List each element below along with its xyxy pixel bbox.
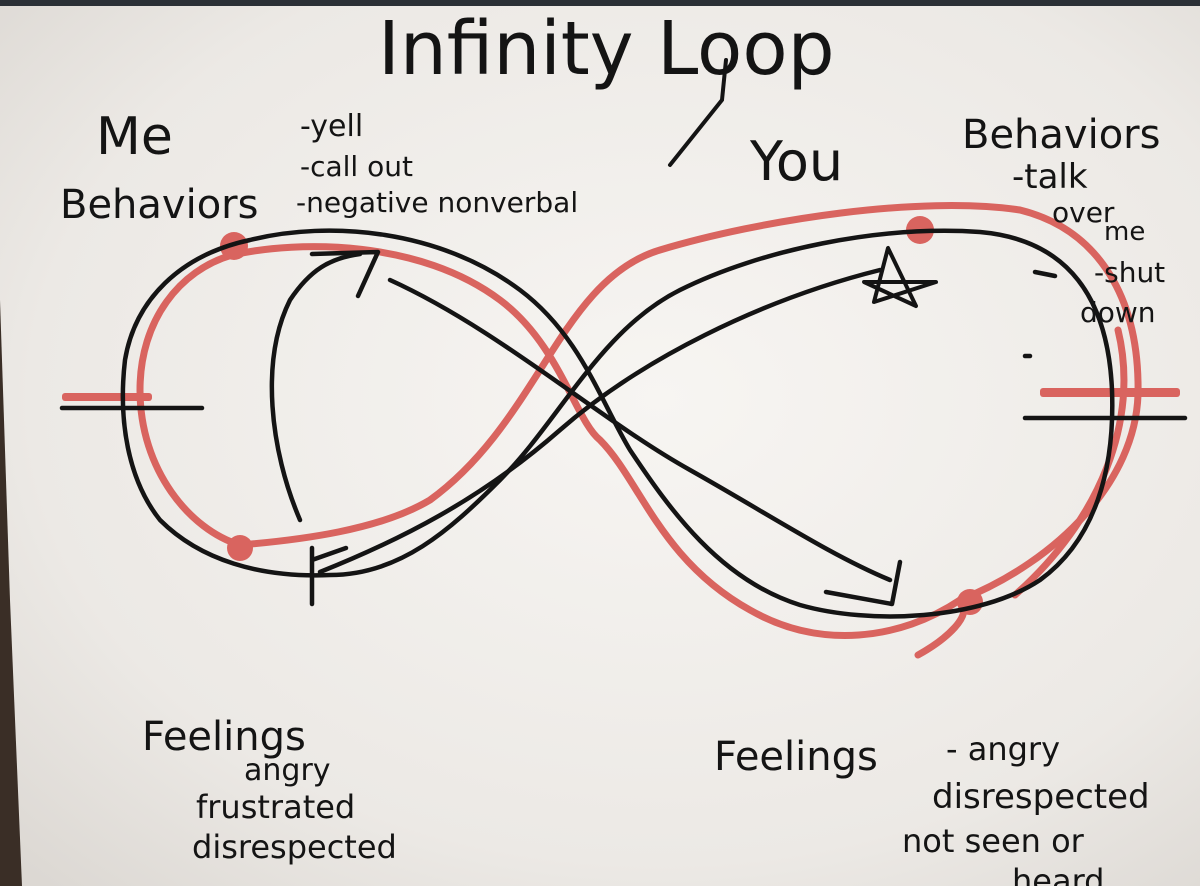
me-behaviors-heading: Behaviors <box>60 182 258 228</box>
black-infinity-loop <box>59 228 1188 619</box>
me-behavior-3: -negative nonverbal <box>296 186 578 219</box>
you-feeling-2: disrespected <box>932 777 1150 817</box>
you-feeling-1: - angry <box>946 730 1060 768</box>
me-label: Me <box>96 107 173 167</box>
title: Infinity Loop <box>378 6 835 92</box>
you-behavior-1: -talk <box>1012 157 1088 197</box>
you-behaviors-heading: Behaviors <box>962 112 1160 158</box>
me-behavior-1: -yell <box>300 109 363 144</box>
top-border <box>0 0 1200 6</box>
me-behavior-2: -call out <box>300 150 413 183</box>
you-behavior-5: down <box>1080 296 1156 329</box>
you-behavior-4: -shut <box>1094 256 1165 289</box>
you-behavior-3: me <box>1104 217 1145 247</box>
title-pointer-line <box>668 58 728 167</box>
you-feelings-heading: Feelings <box>714 734 878 780</box>
me-feeling-1: angry <box>244 753 331 788</box>
you-behavior-2: over <box>1052 196 1115 229</box>
you-feeling-3: not seen or <box>902 822 1085 860</box>
you-label: You <box>749 130 843 193</box>
you-feeling-4: heard <box>1012 862 1104 886</box>
me-feelings-heading: Feelings <box>142 714 306 760</box>
me-feeling-2: frustrated <box>196 788 355 826</box>
star-icon <box>862 246 938 308</box>
me-feeling-3: disrespected <box>192 828 397 866</box>
